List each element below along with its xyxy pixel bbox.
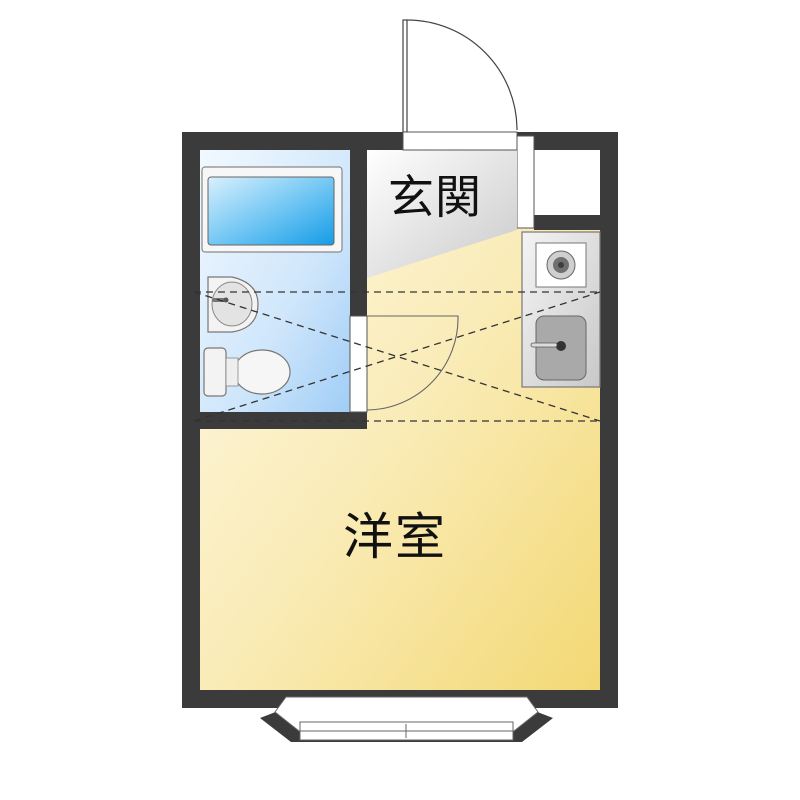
wet-area-walls bbox=[182, 150, 367, 429]
kitchen-sink-icon bbox=[530, 315, 587, 381]
entrance-door bbox=[402, 19, 518, 133]
western-room-label: 洋室 bbox=[343, 508, 447, 566]
entrance-label: 玄関 bbox=[388, 170, 482, 224]
stove-burner-icon bbox=[535, 242, 587, 288]
bathroom-door bbox=[349, 315, 459, 413]
bay-window bbox=[260, 690, 553, 742]
bathtub-icon bbox=[201, 166, 343, 253]
loft-outline bbox=[193, 291, 601, 422]
entrance-floor bbox=[367, 150, 517, 278]
storage-niche bbox=[516, 132, 600, 230]
kitchen-counter bbox=[521, 231, 601, 388]
walls bbox=[182, 132, 618, 708]
toilet-icon bbox=[203, 347, 291, 397]
